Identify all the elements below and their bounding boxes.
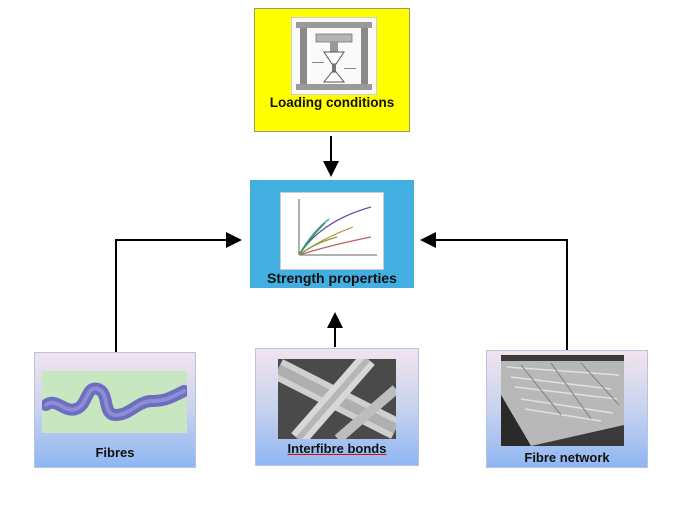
fibre-network-box: Fibre network bbox=[486, 350, 648, 468]
interfibre-bonds-text: Interfibre bonds bbox=[287, 441, 387, 456]
fibres-label: Fibres bbox=[95, 445, 135, 460]
stress-strain-chart bbox=[280, 192, 384, 270]
fibre-network-label: Fibre network bbox=[524, 450, 610, 465]
interfibre-bonds-label: Interfibre bonds bbox=[256, 441, 418, 456]
strength-properties-label: Strength properties bbox=[267, 270, 397, 286]
fibre-network-micrograph bbox=[501, 355, 624, 446]
loading-frame-picture bbox=[291, 17, 377, 95]
arrow-network-to-strength bbox=[420, 232, 568, 350]
interfibre-bonds-box: Interfibre bonds bbox=[255, 348, 419, 466]
strength-properties-box: Strength properties bbox=[250, 180, 414, 288]
loading-conditions-label: Loading conditions bbox=[269, 95, 395, 110]
loading-conditions-box: Loading conditions bbox=[254, 8, 410, 132]
interfibre-bond-micrograph bbox=[278, 359, 396, 439]
arrow-fibres-to-strength bbox=[115, 232, 242, 352]
fibre-picture bbox=[40, 371, 190, 433]
fibres-box: Fibres bbox=[34, 352, 196, 468]
